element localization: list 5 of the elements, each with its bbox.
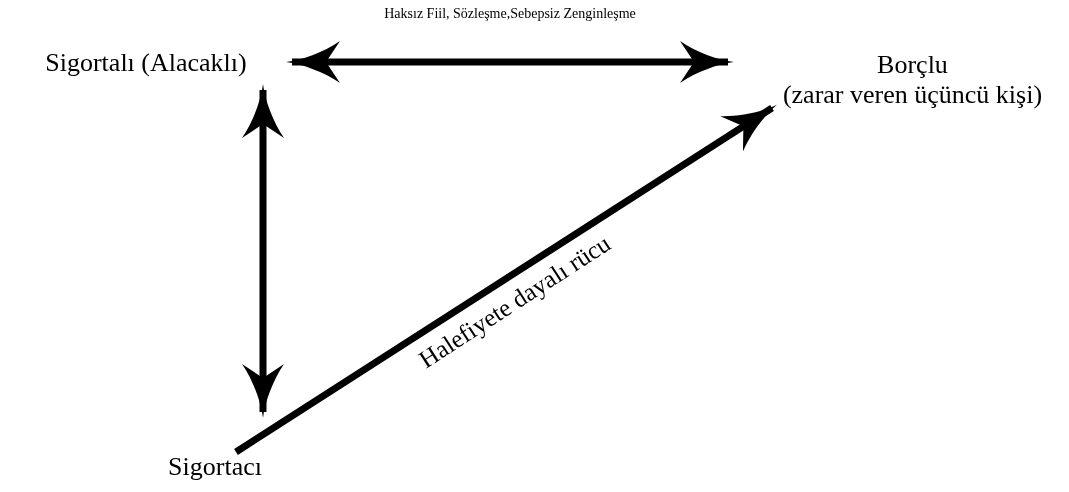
node-label: (zarar veren üçüncü kişi) [782,80,1043,110]
node-label: Borçlu [877,50,948,80]
node-label: Sigortalı (Alacaklı) [45,48,247,78]
node-label: Sigortacı [168,452,262,482]
edge-label: Haksız Fiil, Sözleşme,Sebepsiz Zenginleşme [382,5,638,23]
